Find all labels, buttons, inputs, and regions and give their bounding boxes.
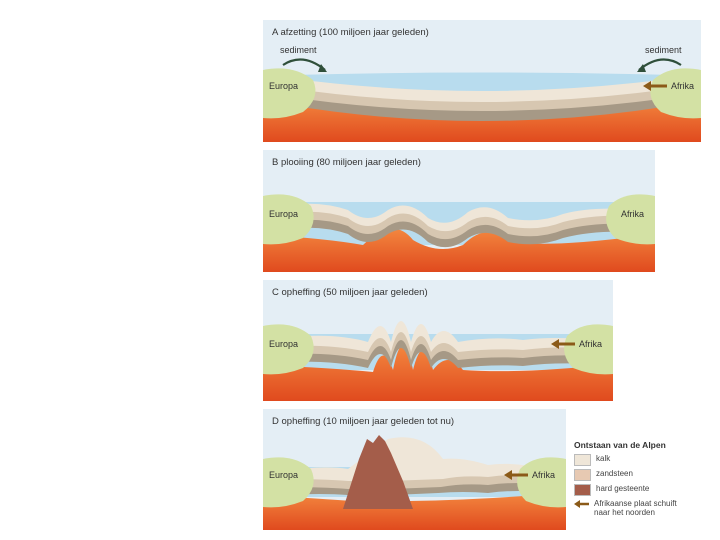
- continent-africa: [517, 457, 566, 508]
- label-afrika: Afrika: [532, 470, 556, 480]
- sediment-layer-mid: [283, 82, 681, 111]
- label-afrika: Afrika: [579, 339, 603, 349]
- arrow-head: [504, 470, 512, 480]
- mantle: [263, 493, 566, 530]
- label-afrika: Afrika: [621, 209, 645, 219]
- legend-label: kalk: [596, 454, 611, 463]
- hard-rock-mountain: [343, 435, 413, 509]
- panel-d: D opheffing (10 miljoen jaar geleden tot…: [263, 409, 566, 530]
- sediment-layer-light: [283, 321, 593, 352]
- continent-europe: [263, 457, 314, 508]
- panel-b: B plooiing (80 miljoen jaar geleden) Eur…: [263, 150, 655, 272]
- panel-b-illustration: [263, 150, 655, 272]
- legend-item-hard-gesteente: hard gesteente: [574, 484, 714, 496]
- sediment-label-right: sediment: [645, 45, 682, 55]
- sediment-layer-light: [288, 78, 676, 102]
- continent-africa: [606, 194, 655, 245]
- continent-africa: [564, 324, 613, 375]
- sediment-layer-light: [283, 203, 635, 232]
- legend-label: hard gesteente: [596, 484, 650, 493]
- legend-swatch-kalk: [574, 454, 591, 466]
- arrow-head: [551, 339, 559, 349]
- panel-a-illustration: [263, 20, 701, 142]
- label-europa: Europa: [269, 81, 299, 91]
- continent-europe: [263, 68, 316, 119]
- legend: Ontstaan van de Alpen kalk zandsteen har…: [574, 440, 714, 520]
- legend-title: Ontstaan van de Alpen: [574, 440, 666, 450]
- legend-label: Afrikaanse plaat schuift naar het noorde…: [594, 499, 677, 517]
- legend-item-zandsteen: zandsteen: [574, 469, 714, 481]
- continent-europe: [263, 324, 314, 375]
- panel-c-title: C opheffing (50 miljoen jaar geleden): [272, 287, 428, 298]
- mantle: [263, 228, 655, 272]
- panel-b-title: B plooiing (80 miljoen jaar geleden): [272, 157, 421, 168]
- panel-c-illustration: [263, 280, 613, 401]
- legend-swatch-hard-gesteente: [574, 484, 591, 496]
- continent-africa: [650, 68, 701, 119]
- panel-a: A afzetting (100 miljoen jaar geleden) s…: [263, 20, 701, 142]
- arrow-left-icon: [574, 500, 589, 508]
- label-europa: Europa: [269, 470, 299, 480]
- continent-europe: [263, 194, 314, 245]
- panel-c: C opheffing (50 miljoen jaar geleden) Eu…: [263, 280, 613, 401]
- mantle: [263, 345, 613, 401]
- sediment-layer-dark: [283, 86, 681, 121]
- legend-label: zandsteen: [596, 469, 633, 478]
- sediment-layer-light: [283, 437, 548, 481]
- legend-item-plate-movement: Afrikaanse plaat schuift naar het noorde…: [574, 499, 714, 517]
- arrow-left-icon: [551, 339, 575, 349]
- legend-swatch-zandsteen: [574, 469, 591, 481]
- sediment-label-left: sediment: [280, 45, 317, 55]
- panel-a-title: A afzetting (100 miljoen jaar geleden): [272, 27, 429, 38]
- label-europa: Europa: [269, 209, 299, 219]
- label-europa: Europa: [269, 339, 299, 349]
- arrow-left-icon: [504, 470, 528, 480]
- arrow-left-icon: [643, 81, 667, 91]
- label-afrika: Afrika: [671, 81, 695, 91]
- legend-item-kalk: kalk: [574, 454, 714, 466]
- panel-d-title: D opheffing (10 miljoen jaar geleden tot…: [272, 416, 455, 427]
- panel-d-illustration: [263, 409, 566, 530]
